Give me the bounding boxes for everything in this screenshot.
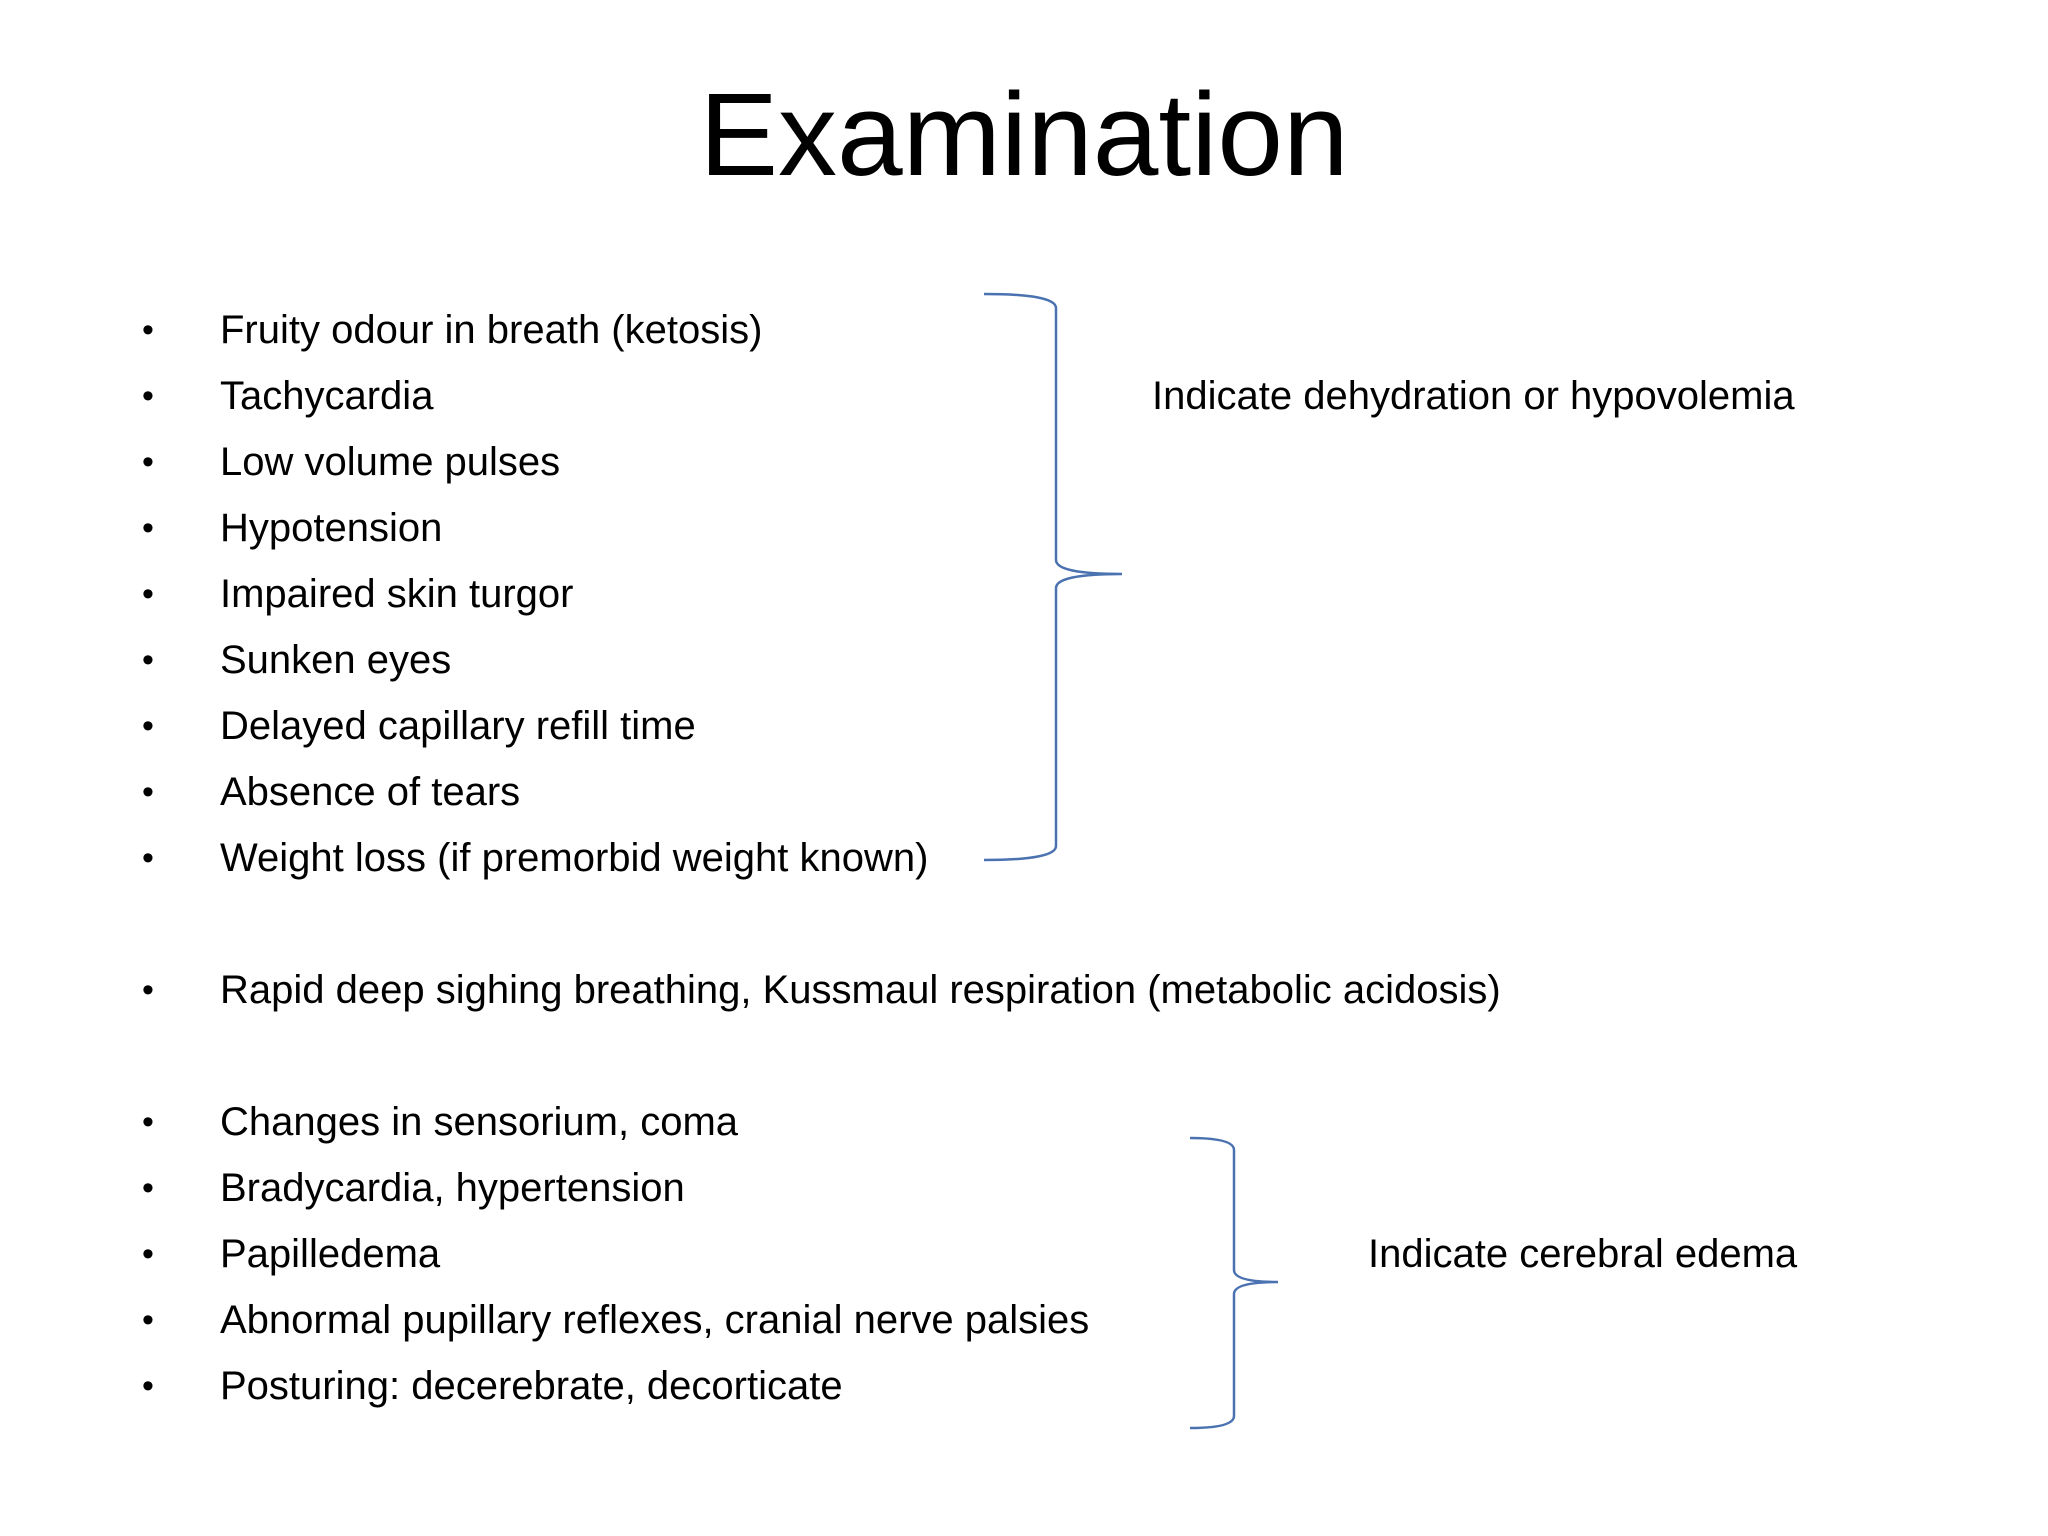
bullet-text: Fruity odour in breath (ketosis) xyxy=(220,308,763,352)
bullet-text: Impaired skin turgor xyxy=(220,572,574,616)
bullet-marker: • xyxy=(142,443,154,481)
bullet-text: Delayed capillary refill time xyxy=(220,704,696,748)
bullet-marker: • xyxy=(142,641,154,679)
right-brace-dehydration xyxy=(983,292,1123,862)
bullet-marker: • xyxy=(142,971,154,1009)
bullet-text: Rapid deep sighing breathing, Kussmaul r… xyxy=(220,968,1501,1012)
bullet-marker: • xyxy=(142,1367,154,1405)
bullet-text: Weight loss (if premorbid weight known) xyxy=(220,836,929,880)
bullet-marker: • xyxy=(142,839,154,877)
bullet-text: Sunken eyes xyxy=(220,638,452,682)
bullet-marker: • xyxy=(142,1301,154,1339)
bullet-marker: • xyxy=(142,509,154,547)
bullet-marker: • xyxy=(142,575,154,613)
bullet-text: Papilledema xyxy=(220,1232,441,1276)
bullet-marker: • xyxy=(142,707,154,745)
bullet-marker: • xyxy=(142,1235,154,1273)
bullet-marker: • xyxy=(142,1169,154,1207)
bullet-text: Low volume pulses xyxy=(220,440,561,484)
bullet-text: Bradycardia, hypertension xyxy=(220,1166,685,1210)
bullet-marker: • xyxy=(142,773,154,811)
right-brace-cerebral-edema xyxy=(1189,1136,1279,1430)
bullet-text: Absence of tears xyxy=(220,770,521,814)
bullet-text: Changes in sensorium, coma xyxy=(220,1100,739,1144)
bullet-text: Hypotension xyxy=(220,506,443,550)
slide-title: Examination xyxy=(699,69,1349,201)
bullet-marker: • xyxy=(142,377,154,415)
bullet-marker: • xyxy=(142,311,154,349)
bullet-marker: • xyxy=(142,1103,154,1141)
bullet-text: Tachycardia xyxy=(220,374,434,418)
annotation-cerebral-edema: Indicate cerebral edema xyxy=(1368,1232,1798,1276)
bullet-text: Abnormal pupillary reflexes, cranial ner… xyxy=(220,1298,1090,1342)
annotation-dehydration: Indicate dehydration or hypovolemia xyxy=(1152,374,1795,418)
bullet-text: Posturing: decerebrate, decorticate xyxy=(220,1364,843,1408)
